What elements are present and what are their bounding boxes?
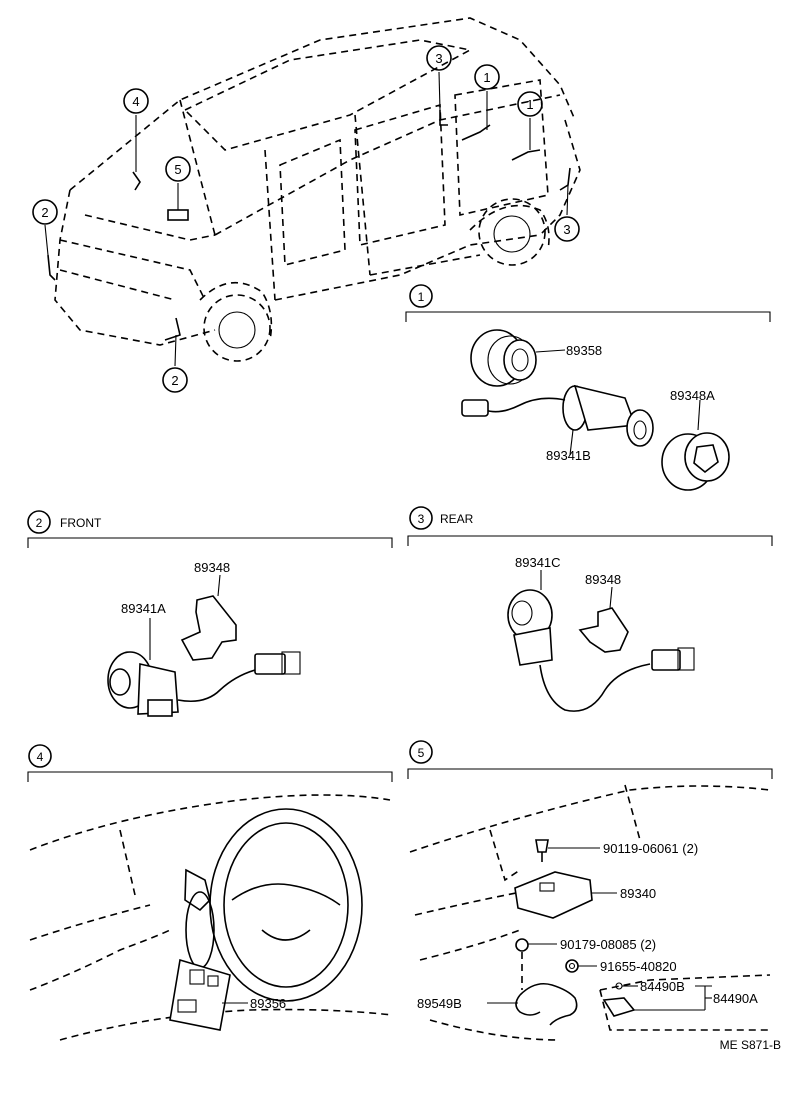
part-84490B: 84490B bbox=[640, 979, 685, 994]
section-1: 1 89358 89341B 89348A bbox=[405, 284, 771, 491]
callout-2-front-right: 2 bbox=[171, 373, 178, 388]
section-1-number: 1 bbox=[418, 290, 425, 304]
section-3-rear: 3 REAR 89341C 89348 bbox=[407, 506, 773, 712]
part-89341A: 89341A bbox=[121, 601, 166, 616]
part-89348-front: 89348 bbox=[194, 560, 230, 575]
section-4: 4 89356 bbox=[27, 744, 393, 1041]
callout-5: 5 bbox=[174, 162, 181, 177]
section-3-number: 3 bbox=[418, 512, 425, 526]
section-3-title: REAR bbox=[440, 512, 474, 526]
part-89348A: 89348A bbox=[670, 388, 715, 403]
part-84490A: 84490A bbox=[713, 991, 758, 1006]
part-89348-rear: 89348 bbox=[585, 572, 621, 587]
part-90119-06061: 90119-06061 (2) bbox=[603, 841, 698, 856]
section-2-front: 2 FRONT 89348 89341A bbox=[27, 510, 393, 717]
part-89358: 89358 bbox=[566, 343, 602, 358]
callout-2-front-left: 2 bbox=[41, 205, 48, 220]
part-89549B: 89549B bbox=[417, 996, 462, 1011]
callout-4: 4 bbox=[132, 94, 139, 109]
section-5: 5 90119-06061 (2) 89340 90179-08085 (2) … bbox=[407, 740, 773, 1041]
part-89341B: 89341B bbox=[546, 448, 591, 463]
part-89340: 89340 bbox=[620, 886, 656, 901]
part-90179-08085: 90179-08085 (2) bbox=[560, 937, 656, 952]
part-89341C: 89341C bbox=[515, 555, 561, 570]
callout-1-right: 1 bbox=[526, 97, 533, 112]
diagram-code: ME S871-B bbox=[720, 1038, 781, 1052]
vehicle-callouts: 4 5 2 2 3 1 1 3 bbox=[32, 45, 580, 393]
section-4-number: 4 bbox=[37, 750, 44, 764]
section-2-title: FRONT bbox=[60, 516, 102, 530]
vehicle-outline bbox=[47, 17, 581, 362]
part-89356: 89356 bbox=[250, 996, 286, 1011]
callout-3-rear-right: 3 bbox=[563, 222, 570, 237]
section-2-number: 2 bbox=[36, 516, 43, 530]
part-91655-40820: 91655-40820 bbox=[600, 959, 677, 974]
callout-1-left: 1 bbox=[483, 70, 490, 85]
section-5-number: 5 bbox=[418, 746, 425, 760]
callout-3-rear-left: 3 bbox=[435, 51, 442, 66]
